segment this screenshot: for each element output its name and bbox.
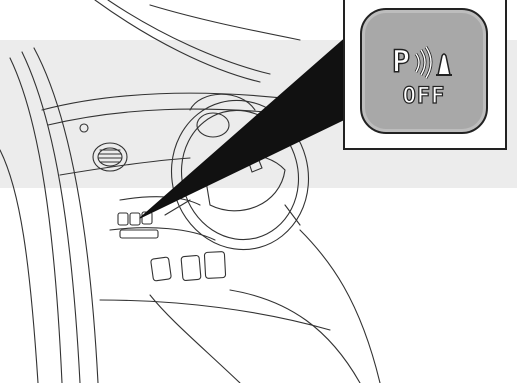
console-line bbox=[300, 230, 380, 383]
floor-line bbox=[100, 300, 330, 330]
a-pillar-line bbox=[22, 52, 80, 383]
windshield-line bbox=[150, 5, 300, 40]
roof-line bbox=[108, 0, 270, 74]
door-edge bbox=[0, 150, 38, 383]
floor-line bbox=[230, 290, 360, 383]
park-assist-sensor-icon: P bbox=[392, 42, 458, 82]
button-off-label: OFF bbox=[362, 86, 486, 108]
callout-pointer bbox=[140, 40, 343, 218]
switch-panel bbox=[118, 212, 158, 238]
dashboard-line bbox=[60, 158, 190, 175]
a-pillar-line bbox=[34, 48, 98, 383]
dashboard-line bbox=[42, 93, 300, 110]
parking-sensor-off-button: P OFF bbox=[360, 8, 488, 134]
dash-screw-icon bbox=[80, 124, 88, 132]
pedals bbox=[151, 251, 226, 281]
button-symbol: P bbox=[392, 45, 410, 80]
